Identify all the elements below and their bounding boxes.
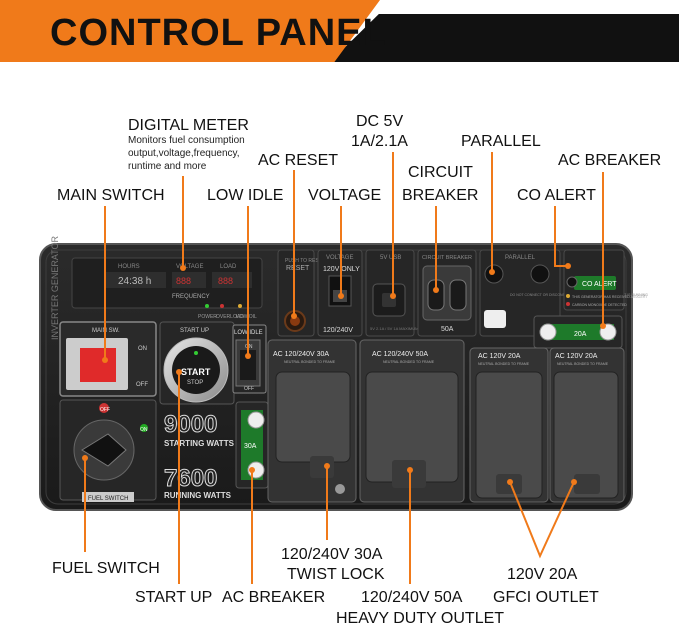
header-black-band xyxy=(330,14,679,62)
label-voltage: VOLTAGE xyxy=(308,187,382,204)
main-switch[interactable]: MAIN SW. ON OFF xyxy=(59,321,157,397)
outlet-20a-left-title: AC 120V 20A xyxy=(478,353,521,360)
label-circuit: CIRCUIT xyxy=(408,164,473,181)
parallel-ports: PARALLEL DO NOT CONNECT OR DISCONNECT PA… xyxy=(479,249,648,337)
callout-lines xyxy=(84,152,604,584)
header-orange-band xyxy=(0,0,380,62)
label-low-idle: LOW IDLE xyxy=(207,187,284,204)
outlet-50a-sub: NEUTRAL BONDED TO FRAME xyxy=(383,360,435,364)
reset-button[interactable]: PUSH TO RESET RESET xyxy=(277,249,325,337)
co-alert-indicator: CO ALERT THIS GENERATOR HAS RECEIVED AN … xyxy=(563,249,648,311)
circuit-breaker-title: CIRCUIT BREAKER xyxy=(422,255,472,261)
meter-voltage-label: VOLTAGE xyxy=(176,264,203,270)
header-banner: CONTROL PANEL xyxy=(0,0,679,62)
meter-volts: 888 xyxy=(176,276,191,286)
running-watts-value: 7600 xyxy=(164,465,217,492)
meter-hours-label: HOURS xyxy=(118,264,140,270)
usb-ports: 5V USB 5V 2.1A / 5V 1A MAXIMUM xyxy=(365,249,418,337)
reset-label: RESET xyxy=(286,265,310,272)
start-stop-switch[interactable]: START UP START STOP xyxy=(159,321,235,405)
usb-note: 5V 2.1A / 5V 1A MAXIMUM xyxy=(370,326,418,331)
parallel-title: PARALLEL xyxy=(505,255,536,261)
label-start-up: START UP xyxy=(135,589,213,606)
label-breaker: BREAKER xyxy=(402,187,479,204)
fuel-switch[interactable]: OFF ON FUEL SWITCH xyxy=(59,399,157,502)
ac-breaker-20a[interactable]: 20A xyxy=(533,315,623,349)
label-twist-lock-1: 120/240V 30A xyxy=(281,546,383,563)
outlet-50a-title: AC 120/240V 50A xyxy=(372,351,428,358)
digital-meter-description: Monitors fuel consumption output,voltage… xyxy=(128,135,245,172)
label-main-switch: MAIN SWITCH xyxy=(57,187,165,204)
meter-frequency: FREQUENCY xyxy=(172,294,210,300)
starting-watts-label: STARTING WATTS xyxy=(164,439,235,448)
led-low-oil: LOW OIL xyxy=(236,314,257,320)
label-dc-5v: DC 5V xyxy=(356,113,404,130)
voltage-bottom: 120/240V xyxy=(323,327,353,334)
fuel-off: OFF xyxy=(100,407,110,413)
co-note-1: THIS GENERATOR HAS RECEIVED AN ALERT xyxy=(572,295,648,299)
label-dc-amps: 1A/2.1A xyxy=(351,133,408,150)
label-gfci-1: 120V 20A xyxy=(507,566,578,583)
outlet-20a-right-sub: NEUTRAL BONDED TO FRAME xyxy=(557,362,609,366)
fuel-switch-title: FUEL SWITCH xyxy=(88,496,128,502)
label-twist-lock-2: TWIST LOCK xyxy=(287,566,385,583)
meter-load-label: LOAD xyxy=(220,264,237,270)
start-label: START xyxy=(181,367,211,377)
led-power: POWER xyxy=(198,314,217,320)
main-sw-on: ON xyxy=(138,346,147,352)
circuit-breaker: CIRCUIT BREAKER 50A xyxy=(417,249,477,337)
running-watts-label: RUNNING WATTS xyxy=(164,491,232,500)
main-sw-title: MAIN SW. xyxy=(92,328,120,334)
co-badge: CO ALERT xyxy=(582,281,617,288)
brand-vertical: INVERTER GENERATOR xyxy=(50,235,60,340)
label-heavy-duty-1: 120/240V 50A xyxy=(361,589,463,606)
page-title: CONTROL PANEL xyxy=(50,12,387,54)
label-co-alert: CO ALERT xyxy=(517,187,596,204)
voltage-title: VOLTAGE xyxy=(326,255,353,261)
outlet-20a-gfci-right[interactable]: AC 120V 20A NEUTRAL BONDED TO FRAME xyxy=(549,347,625,503)
breaker-20a-label: 20A xyxy=(574,331,587,338)
led-overload: OVERLOAD xyxy=(216,314,244,320)
main-sw-off: OFF xyxy=(136,382,148,388)
label-digital-meter: DIGITAL METER xyxy=(128,117,249,134)
label-fuel-switch: FUEL SWITCH xyxy=(52,560,160,577)
meter-load-value: 888 xyxy=(218,276,233,286)
label-ac-breaker-top: AC BREAKER xyxy=(558,152,662,169)
circuit-breaker-rating: 50A xyxy=(441,326,454,333)
outlet-20a-right-title: AC 120V 20A xyxy=(555,353,598,360)
meter-time: 24:38 h xyxy=(118,276,151,287)
start-up-title: START UP xyxy=(180,328,209,334)
stop-label: STOP xyxy=(187,380,203,386)
fuel-on: ON xyxy=(140,427,148,433)
outlet-50a-heavy-duty[interactable]: AC 120/240V 50A NEUTRAL BONDED TO FRAME xyxy=(359,339,465,503)
co-note-2: CARBON MONOXIDE DETECTED xyxy=(572,303,627,307)
digital-meter: HOURS VOLTAGE LOAD 24:38 h 888 888 FREQU… xyxy=(71,257,263,320)
callout-dots xyxy=(82,263,606,485)
wattage-display: 9000 STARTING WATTS 7600 RUNNING WATTS xyxy=(164,411,235,501)
label-gfci-2: GFCI OUTLET xyxy=(493,589,599,606)
starting-watts-value: 9000 xyxy=(164,411,217,438)
label-parallel: PARALLEL xyxy=(461,133,541,150)
label-ac-breaker-bottom: AC BREAKER xyxy=(222,589,326,606)
breaker-30a-label: 30A xyxy=(244,443,257,450)
outlet-30a-title: AC 120/240V 30A xyxy=(273,351,329,358)
outlet-20a-left-sub: NEUTRAL BONDED TO FRAME xyxy=(478,362,530,366)
low-idle-switch[interactable]: LOW IDLE ON OFF xyxy=(232,324,267,394)
label-ac-reset: AC RESET xyxy=(258,152,339,169)
outlet-30a-sub: NEUTRAL BONDED TO FRAME xyxy=(284,360,336,364)
reset-caption: PUSH TO RESET xyxy=(285,258,325,264)
usb-title: 5V USB xyxy=(380,255,401,261)
low-idle-off: OFF xyxy=(244,386,254,392)
label-heavy-duty-2: HEAVY DUTY OUTLET xyxy=(336,610,505,627)
outlet-20a-gfci-left[interactable]: AC 120V 20A NEUTRAL BONDED TO FRAME xyxy=(469,347,549,503)
outlet-30a-twist-lock[interactable]: AC 120/240V 30A NEUTRAL BONDED TO FRAME xyxy=(267,339,357,503)
